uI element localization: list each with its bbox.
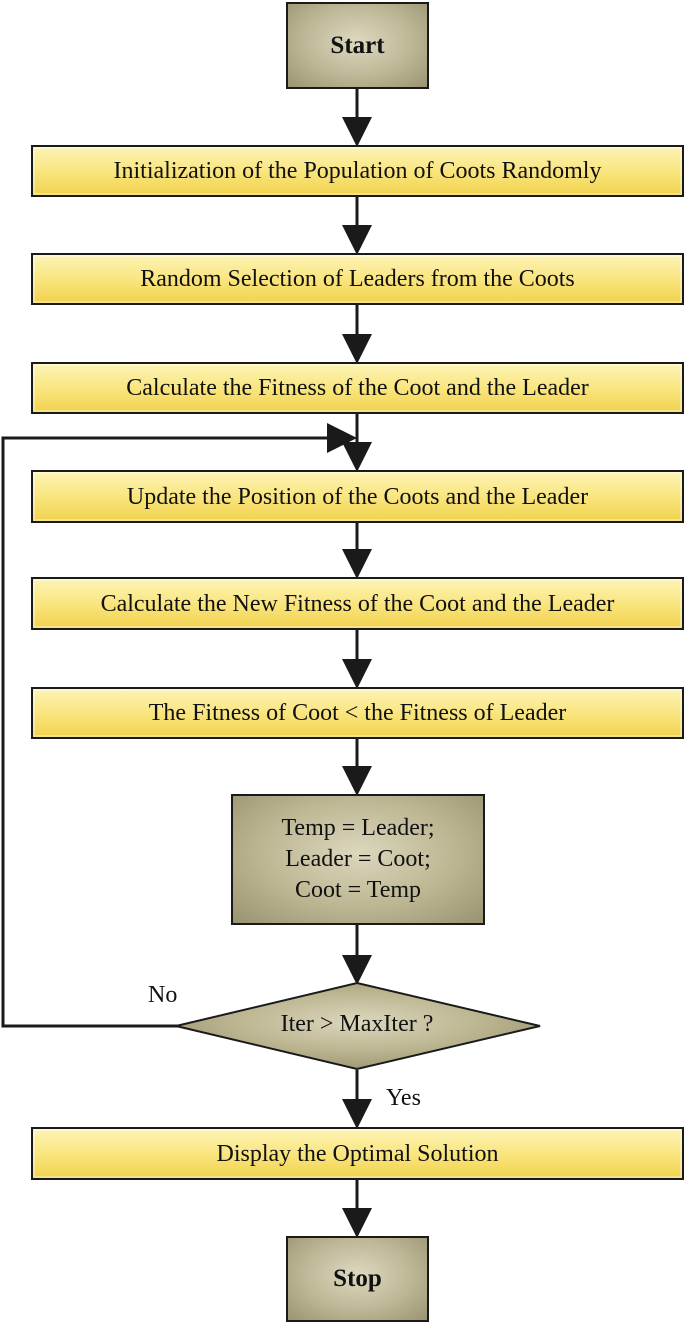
decision-diamond xyxy=(175,981,541,1071)
calc-new-fitness-step: Calculate the New Fitness of the Coot an… xyxy=(31,577,684,630)
stop-terminal: Stop xyxy=(286,1236,429,1322)
compare-fitness-label: The Fitness of Coot < the Fitness of Lea… xyxy=(148,700,567,726)
calc-fitness-step: Calculate the Fitness of the Coot and th… xyxy=(31,362,684,414)
swap-line-2: Leader = Coot; xyxy=(285,846,431,872)
swap-step: Temp = Leader; Leader = Coot; Coot = Tem… xyxy=(231,794,485,925)
calc-fitness-label: Calculate the Fitness of the Coot and th… xyxy=(126,375,589,401)
no-edge-label: No xyxy=(148,982,178,1008)
select-leaders-label: Random Selection of Leaders from the Coo… xyxy=(140,266,575,292)
select-leaders-step: Random Selection of Leaders from the Coo… xyxy=(31,253,684,305)
compare-fitness-step: The Fitness of Coot < the Fitness of Lea… xyxy=(31,687,684,739)
init-population-step: Initialization of the Population of Coot… xyxy=(31,145,684,197)
update-position-label: Update the Position of the Coots and the… xyxy=(126,483,589,510)
swap-line-3: Coot = Temp xyxy=(294,877,422,903)
stop-label: Stop xyxy=(333,1265,382,1292)
yes-edge-label: Yes xyxy=(386,1085,421,1111)
start-label: Start xyxy=(330,31,385,59)
swap-line-1: Temp = Leader; xyxy=(281,815,435,841)
init-population-label: Initialization of the Population of Coot… xyxy=(113,158,602,184)
display-solution-step: Display the Optimal Solution xyxy=(31,1127,684,1180)
update-position-step: Update the Position of the Coots and the… xyxy=(31,470,684,523)
start-terminal: Start xyxy=(286,2,429,89)
loop-back-arrow xyxy=(1,423,357,1028)
display-solution-label: Display the Optimal Solution xyxy=(216,1140,499,1167)
decision-label: Iter > MaxIter ? xyxy=(280,1011,434,1037)
calc-new-fitness-label: Calculate the New Fitness of the Coot an… xyxy=(100,590,615,617)
